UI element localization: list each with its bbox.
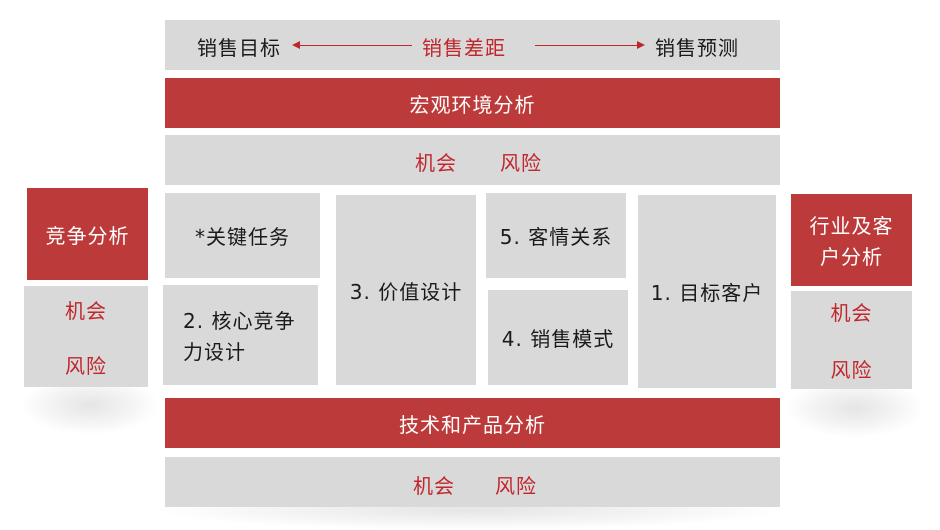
competition-analysis-title: 竞争分析 (45, 223, 130, 248)
sales-gap-bar: 销售目标 销售差距 销售预测 (165, 20, 780, 70)
macro-opportunity-risk: 机会 风险 (165, 135, 780, 185)
arrow-right-line (535, 45, 637, 46)
sales-model-box: 4. 销售模式 (488, 290, 628, 385)
arrow-left-line (300, 45, 412, 46)
tech-opportunity-risk: 机会 风险 (165, 457, 780, 507)
competition-analysis-header: 竞争分析 (27, 188, 148, 280)
macro-opportunity: 机会 (415, 151, 457, 175)
target-customer-box: 1. 目标客户 (638, 195, 776, 388)
industry-title-line2: 户分析 (820, 245, 883, 269)
macro-analysis-title: 宏观环境分析 (409, 92, 536, 117)
industry-opportunity: 机会 (830, 301, 873, 325)
competition-risk: 风险 (65, 353, 107, 378)
competition-opportunity-risk: 机会 风险 (24, 286, 148, 387)
sales-gap-label: 销售差距 (422, 36, 506, 60)
industry-customer-header: 行业及客 户分析 (791, 194, 912, 286)
core-competency-line1: 2. 核心竞争 (183, 309, 296, 333)
core-competency-box: 2. 核心竞争 力设计 (163, 285, 318, 385)
customer-relationship-box: 5. 客情关系 (486, 193, 626, 278)
tech-product-header: 技术和产品分析 (165, 398, 780, 448)
arrow-left-head (292, 41, 300, 49)
tech-risk: 风险 (495, 474, 537, 498)
key-tasks-box: *关键任务 (165, 193, 320, 278)
tech-product-title: 技术和产品分析 (399, 412, 546, 437)
competition-opportunity: 机会 (65, 298, 107, 323)
key-tasks-label: *关键任务 (195, 225, 290, 249)
macro-risk: 风险 (500, 151, 542, 175)
core-competency-line2: 力设计 (183, 340, 246, 364)
sales-forecast-label: 销售预测 (655, 36, 739, 60)
tech-opportunity: 机会 (413, 474, 455, 498)
value-design-box: 3. 价值设计 (336, 195, 476, 385)
target-customer-label: 1. 目标客户 (650, 281, 764, 305)
arrow-right-head (637, 41, 645, 49)
industry-risk: 风险 (830, 358, 873, 382)
industry-title-line1: 行业及客 (809, 214, 894, 238)
macro-analysis-header: 宏观环境分析 (165, 78, 780, 128)
sales-target-label: 销售目标 (197, 36, 281, 60)
industry-opportunity-risk: 机会 风险 (791, 291, 912, 389)
customer-relationship-label: 5. 客情关系 (499, 225, 613, 249)
value-design-label: 3. 价值设计 (349, 279, 463, 304)
sales-model-label: 4. 销售模式 (501, 327, 615, 351)
